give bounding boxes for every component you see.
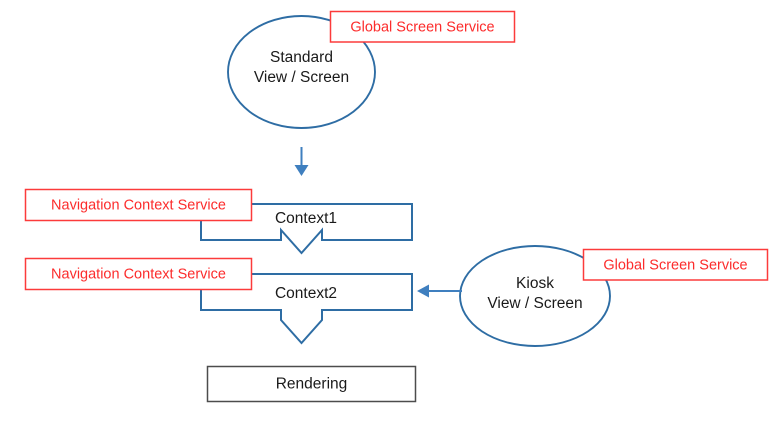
annotation-global-screen-service-top[interactable]: Global Screen Service [329, 10, 516, 43]
node-context1[interactable]: Context1 [200, 203, 413, 255]
standard-view-label-line2: View / Screen [254, 69, 349, 86]
rendering-box[interactable] [206, 365, 417, 403]
connector-standard-view-to-context1 [294, 147, 309, 176]
node-kiosk-view[interactable]: Kiosk View / Screen [459, 245, 611, 347]
kiosk-view-ellipse[interactable] [459, 245, 611, 347]
standard-view-label-line1: Standard [270, 49, 333, 66]
context1-label: Context1 [275, 210, 337, 227]
global-screen-service-top-box[interactable] [329, 10, 516, 43]
navigation-context-service-2-box[interactable] [24, 257, 253, 291]
navigation-context-service-2-label: Navigation Context Service [51, 266, 226, 282]
context1-shape[interactable] [200, 203, 413, 255]
node-context2[interactable]: Context2 [200, 273, 413, 345]
context2-shape[interactable] [200, 273, 413, 345]
standard-view-ellipse[interactable] [227, 15, 376, 129]
global-screen-service-bottom-label: Global Screen Service [603, 257, 747, 273]
global-screen-service-top-label: Global Screen Service [350, 19, 494, 35]
context2-label: Context2 [275, 285, 337, 302]
navigation-context-service-1-box[interactable] [24, 188, 253, 222]
annotation-global-screen-service-bottom[interactable]: Global Screen Service [582, 248, 769, 281]
global-screen-service-bottom-box[interactable] [582, 248, 769, 281]
kiosk-view-label-line2: View / Screen [487, 295, 582, 312]
annotation-navigation-context-service-1[interactable]: Navigation Context Service [24, 188, 253, 222]
rendering-label: Rendering [276, 376, 348, 393]
node-rendering[interactable]: Rendering [206, 365, 417, 403]
navigation-context-service-1-label: Navigation Context Service [51, 197, 226, 213]
kiosk-to-context2-arrowhead [417, 284, 429, 298]
standard-to-context1-arrowhead [294, 165, 309, 176]
connector-kiosk-view-to-context2 [417, 284, 462, 298]
annotation-navigation-context-service-2[interactable]: Navigation Context Service [24, 257, 253, 291]
kiosk-view-label-line1: Kiosk [516, 275, 554, 292]
node-standard-view[interactable]: Standard View / Screen [227, 15, 376, 129]
